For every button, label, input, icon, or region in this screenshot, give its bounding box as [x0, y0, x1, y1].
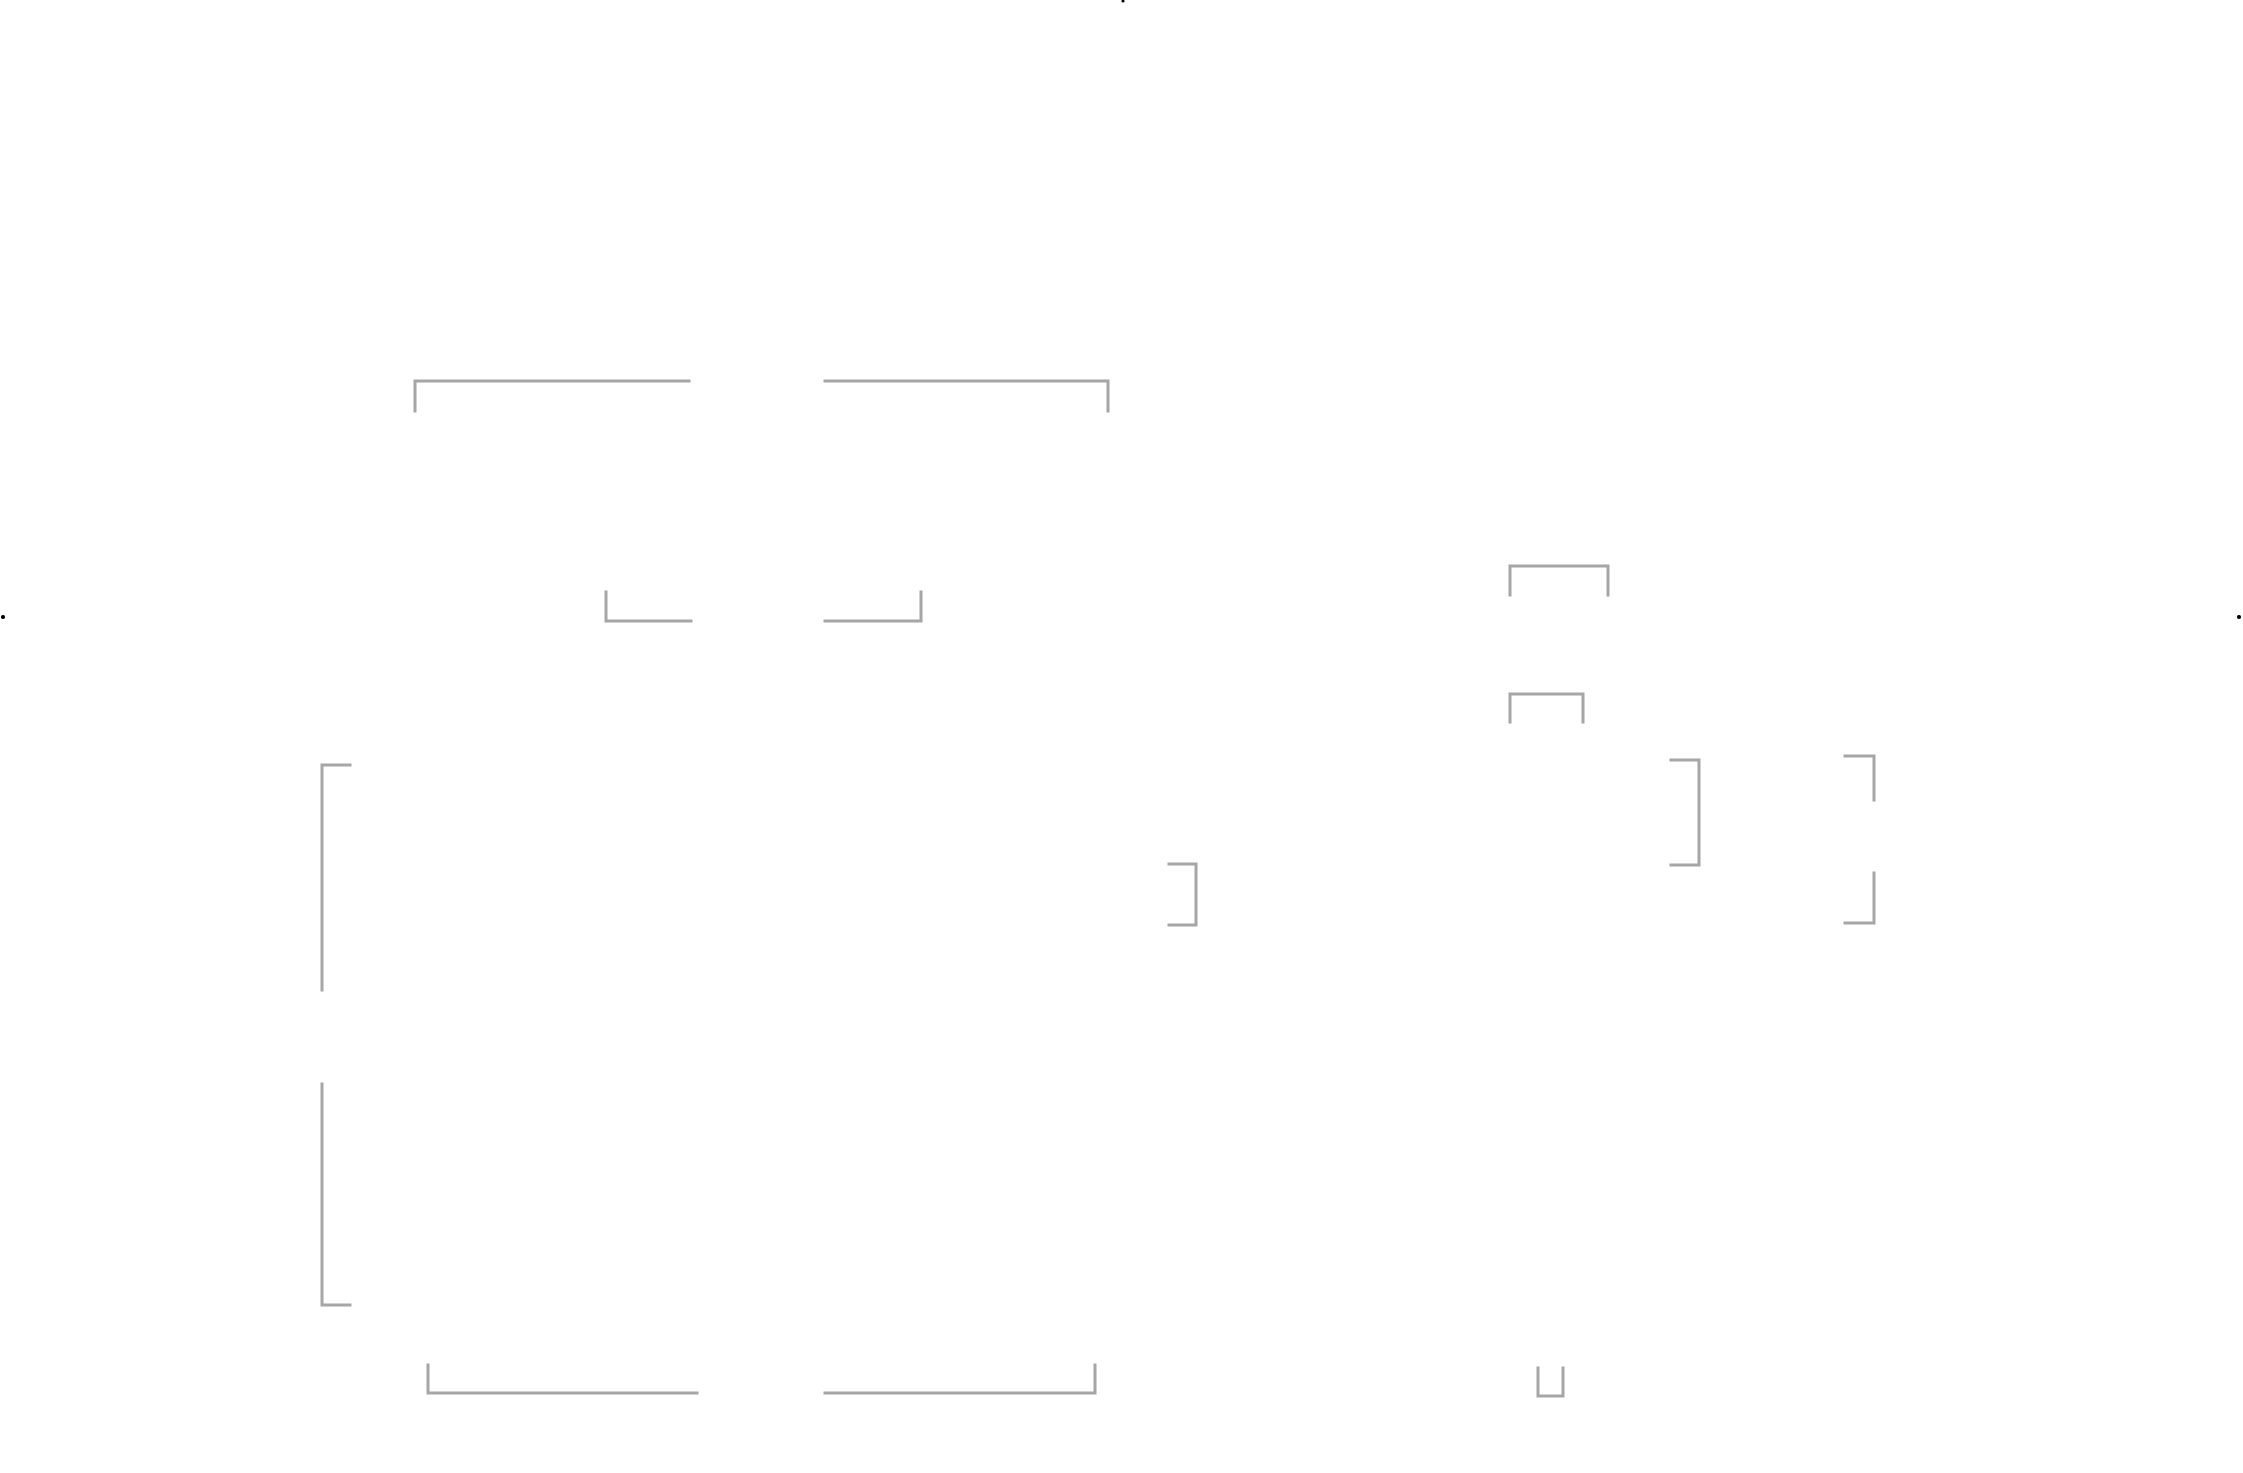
bracket-far-right-top	[1843, 754, 1876, 802]
bracket-lower-left-bottom	[320, 1082, 352, 1307]
marker-dots	[1, 0, 2241, 619]
marker-dot-top	[1121, 0, 1125, 3]
bracket-lower-bottom-right	[823, 1363, 1097, 1395]
brackets-layer	[320, 379, 1876, 1398]
bracket-lower-left-top	[320, 763, 352, 992]
bracket-upper-top-right	[823, 379, 1110, 413]
marker-dot-left	[1, 615, 5, 619]
bracket-right-bottom-small	[1536, 1366, 1565, 1398]
bracket-lower-right-small	[1167, 862, 1198, 927]
bracket-upper-top-left	[413, 379, 691, 413]
bracket-right-mid	[1669, 758, 1701, 867]
marker-dot-right	[2237, 615, 2241, 619]
bracket-upper-bottom-left	[604, 590, 693, 623]
bracket-lower-bottom-left	[426, 1363, 699, 1395]
bracket-far-right-bottom	[1843, 871, 1876, 925]
bracket-upper-bottom-right	[823, 590, 923, 623]
bracket-right-top-1	[1508, 564, 1610, 597]
bracket-right-top-2	[1508, 692, 1585, 724]
